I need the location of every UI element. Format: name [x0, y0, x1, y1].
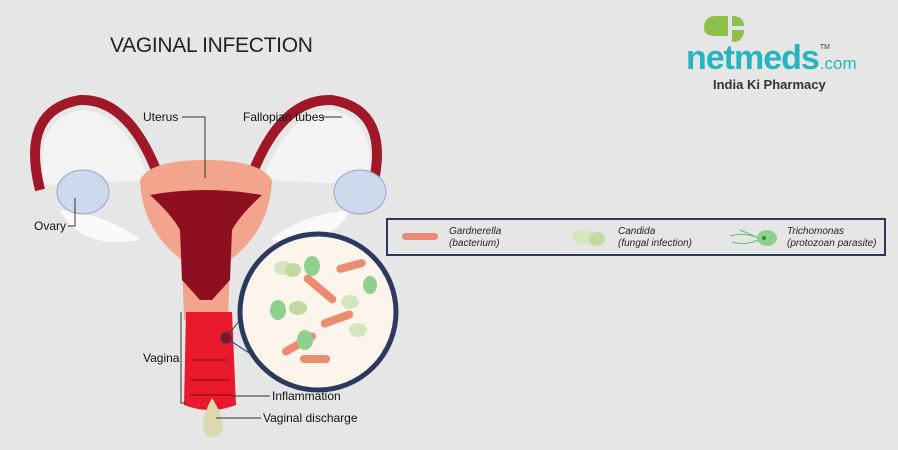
uterine-cavity	[150, 190, 262, 300]
fallopian-tube-left	[30, 94, 165, 192]
discharge-drop	[203, 398, 223, 437]
legend-item-gardnerella: Gardnerella (bacterium)	[449, 226, 501, 250]
label-inflammation: Inflammation	[272, 389, 341, 403]
logo-suffix: .com	[819, 54, 857, 73]
logo-side: TM .com	[820, 44, 857, 76]
legend-desc: (bacterium)	[449, 238, 500, 249]
logo-cross-icon	[704, 16, 744, 42]
ovary-right	[333, 169, 387, 215]
ligament-right	[270, 210, 350, 242]
magnified-view	[237, 231, 399, 393]
logo-tagline: India Ki Pharmacy	[713, 77, 826, 92]
label-fallopian-tubes: Fallopian tubes	[243, 110, 325, 124]
legend-desc: (fungal infection)	[618, 238, 692, 249]
label-ovary: Ovary	[34, 219, 67, 233]
ovary-left	[56, 169, 110, 215]
label-vaginal-discharge: Vaginal discharge	[263, 411, 358, 425]
label-vagina: Vagina	[143, 351, 180, 365]
legend-name: Trichomonas	[787, 226, 845, 237]
logo-tm: TM	[819, 44, 830, 51]
ligament-left	[60, 210, 140, 242]
rod-bacterium-icon	[402, 233, 438, 240]
label-uterus: Uterus	[143, 110, 179, 124]
page-title: VAGINAL INFECTION	[110, 34, 313, 57]
logo: netmeds TM .com	[686, 40, 857, 76]
tube-inner-left	[42, 110, 150, 185]
leader-lines	[68, 116, 342, 419]
vagina-folds	[190, 359, 232, 396]
yeast-cell-icon	[572, 230, 605, 246]
microbes	[270, 256, 377, 363]
tube-inner-right	[262, 110, 370, 185]
fallopian-tube-right	[245, 94, 382, 192]
flagellate-icon	[729, 229, 777, 246]
legend-box	[386, 218, 886, 256]
legend-item-candida: Candida (fungal infection)	[618, 226, 692, 250]
legend-item-trichomonas: Trichomonas (protozoan parasite)	[787, 226, 877, 250]
magnifier-focus	[220, 332, 232, 344]
legend-desc: (protozoan parasite)	[787, 238, 877, 249]
legend-name: Gardnerella	[449, 226, 502, 237]
logo-wordmark: netmeds	[686, 39, 820, 77]
legend-name: Candida	[618, 226, 656, 237]
